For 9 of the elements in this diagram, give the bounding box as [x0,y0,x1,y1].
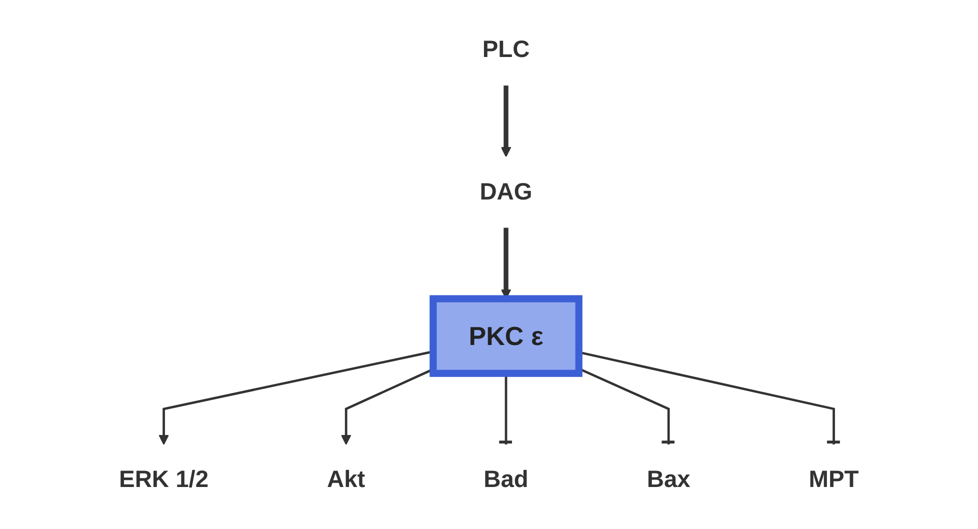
node-text: MPT [808,466,859,493]
node-box: PKC ε [430,294,583,376]
node-text: Bax [646,466,690,493]
node-text: Akt [327,466,366,493]
node-text: Bad [484,466,528,493]
node-text: DAG [480,178,532,205]
node-text: ERK 1/2 [119,466,209,493]
node-text: PLC [482,36,530,63]
arrow [500,85,512,157]
